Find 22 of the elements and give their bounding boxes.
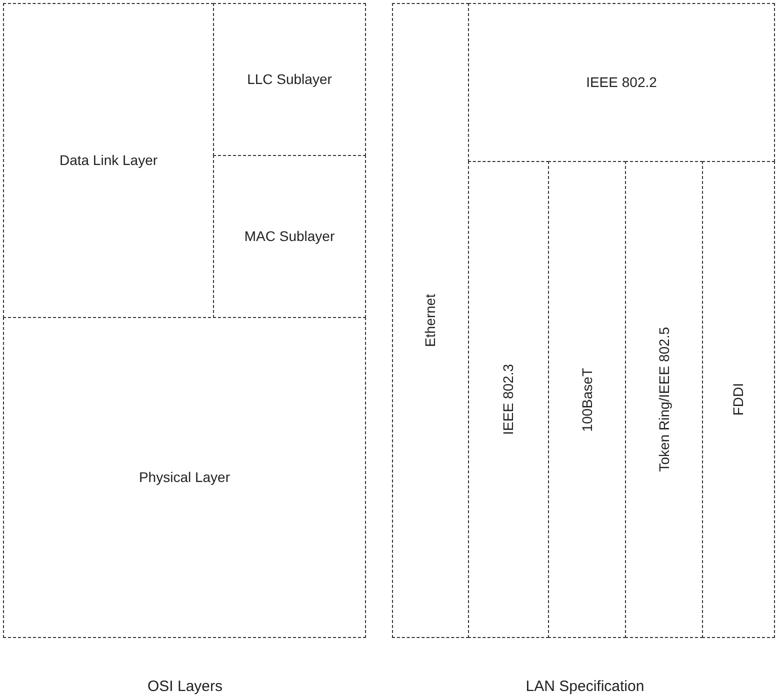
layer-box xyxy=(392,3,469,638)
layer-box xyxy=(213,3,366,156)
layer-label: Token Ring/IEEE 802.5 xyxy=(654,327,673,472)
layer-box xyxy=(468,161,549,638)
panel-caption: OSI Layers xyxy=(146,678,224,695)
layer-label: Ethernet xyxy=(421,294,440,347)
layer-label: FDDI xyxy=(729,383,748,416)
layer-label: IEEE 802.2 xyxy=(586,73,657,92)
panel-caption: LAN Specification xyxy=(524,678,646,695)
layer-label: IEEE 802.3 xyxy=(499,364,518,435)
layer-box xyxy=(702,161,775,638)
layer-box xyxy=(213,155,366,318)
layer-label: Data Link Layer xyxy=(59,151,158,170)
layer-box xyxy=(468,3,775,162)
layer-box xyxy=(3,3,214,318)
layer-label: LLC Sublayer xyxy=(247,70,332,89)
layer-label: MAC Sublayer xyxy=(244,227,335,246)
layer-label: 100BaseT xyxy=(578,368,596,432)
layer-box xyxy=(3,317,366,638)
layer-box xyxy=(548,161,626,638)
layer-label: Physical Layer xyxy=(138,468,230,487)
layer-box xyxy=(625,161,703,638)
